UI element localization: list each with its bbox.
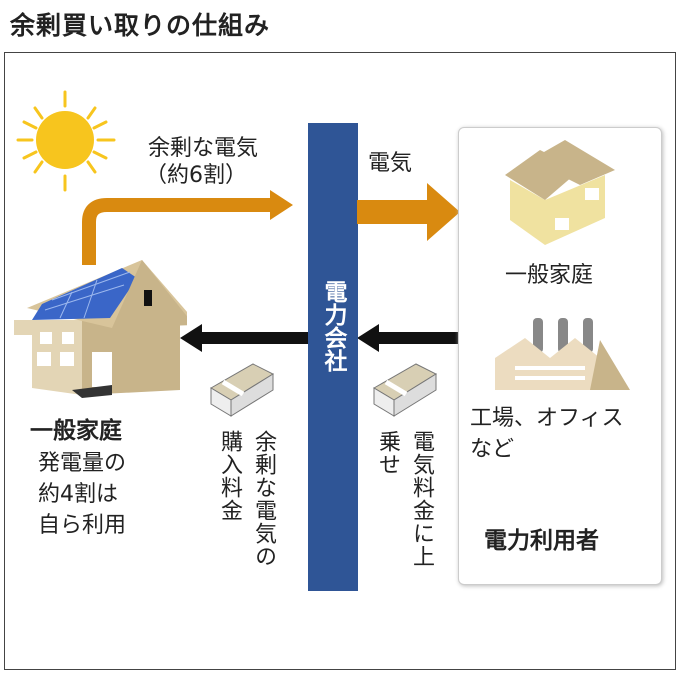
home-title: 一般家庭 [30,418,122,444]
surplus-arrow [82,190,293,265]
electricity-label: 電気 [368,151,413,176]
house-icon [505,140,615,245]
purchase-label: 余剰な電気の購入料金 [217,430,276,568]
page-title: 余剰買い取りの仕組み [10,11,271,40]
sun-icon [16,90,116,192]
electricity-arrow [357,183,460,241]
surplus-label: 余剰な電気 [148,136,259,161]
payment-arrow-left [180,324,310,352]
solar-house-icon [14,260,187,398]
surcharge-label: 電気料金に上乗せ [375,430,434,568]
users-office-label: など [470,437,515,462]
money-icon [210,363,275,417]
home-desc-line: 約4割は [38,482,118,507]
payment-arrow-right [357,324,460,352]
home-desc-line: 発電量の [38,451,127,476]
power-company-label: 電力会社 [320,280,346,372]
users-home-label: 一般家庭 [505,263,594,288]
surplus-ratio-label: （約6割） [145,163,247,188]
users-title: 電力利用者 [484,528,599,554]
factory-icon [495,318,630,390]
power-company-bar [308,123,358,591]
diagram-frame [4,52,676,670]
money-icon [373,363,438,417]
users-office-label: 工場、オフィス [470,406,624,431]
home-desc-line: 自ら利用 [38,513,127,538]
